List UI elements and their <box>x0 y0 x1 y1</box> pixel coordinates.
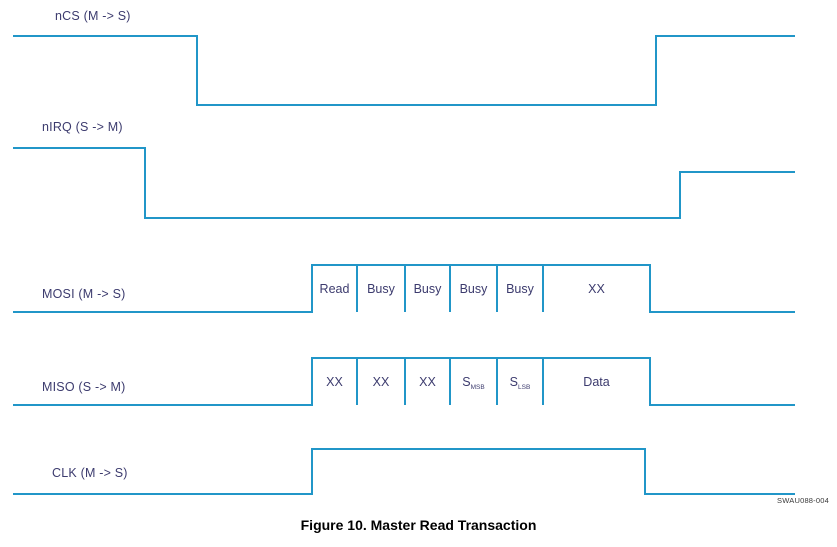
bus-cell-label: Read <box>320 282 350 296</box>
waveform-mosi <box>13 264 795 313</box>
bus-cell-label: Busy <box>460 282 489 296</box>
signal-row-ncs: nCS (M -> S) <box>13 9 795 106</box>
bus-cell-label: XX <box>373 375 390 389</box>
bus-cell-label: XX <box>588 282 605 296</box>
waveform-nirq <box>13 147 795 219</box>
bus-cell-subscript: LSB <box>518 384 530 391</box>
signal-label-ncs: nCS (M -> S) <box>55 9 131 23</box>
signal-label-clk: CLK (M -> S) <box>52 466 128 480</box>
waveform-clk <box>13 448 795 495</box>
signal-label-nirq: nIRQ (S -> M) <box>42 120 123 134</box>
signal-row-clk: CLK (M -> S) <box>13 448 795 495</box>
bus-cell-label: SMSB <box>462 375 484 391</box>
bus-cell-label: Busy <box>506 282 535 296</box>
bus-cell-label: SLSB <box>510 375 531 391</box>
bus-cell-label: Busy <box>414 282 443 296</box>
signal-row-mosi: MOSI (M -> S) Read Busy Busy Busy Busy XX <box>13 264 795 313</box>
figure-caption: Figure 10. Master Read Transaction <box>300 517 537 533</box>
bus-cell-label: XX <box>326 375 343 389</box>
waveform-miso <box>13 357 795 406</box>
waveform-ncs <box>13 35 795 106</box>
signal-row-miso: MISO (S -> M) XX XX XX SMSB SLSB Data <box>13 357 795 406</box>
signal-label-mosi: MOSI (M -> S) <box>42 287 126 301</box>
signal-row-nirq: nIRQ (S -> M) <box>13 120 795 219</box>
bus-cell-subscript: MSB <box>471 384 485 391</box>
document-id: SWAU088-004 <box>777 496 829 505</box>
bus-cell-label: Busy <box>367 282 396 296</box>
bus-cells-mosi: Read Busy Busy Busy Busy XX <box>320 265 605 312</box>
signal-label-miso: MISO (S -> M) <box>42 380 126 394</box>
bus-cell-label: Data <box>583 375 609 389</box>
bus-cell-label: XX <box>419 375 436 389</box>
bus-cells-miso: XX XX XX SMSB SLSB Data <box>326 358 610 405</box>
